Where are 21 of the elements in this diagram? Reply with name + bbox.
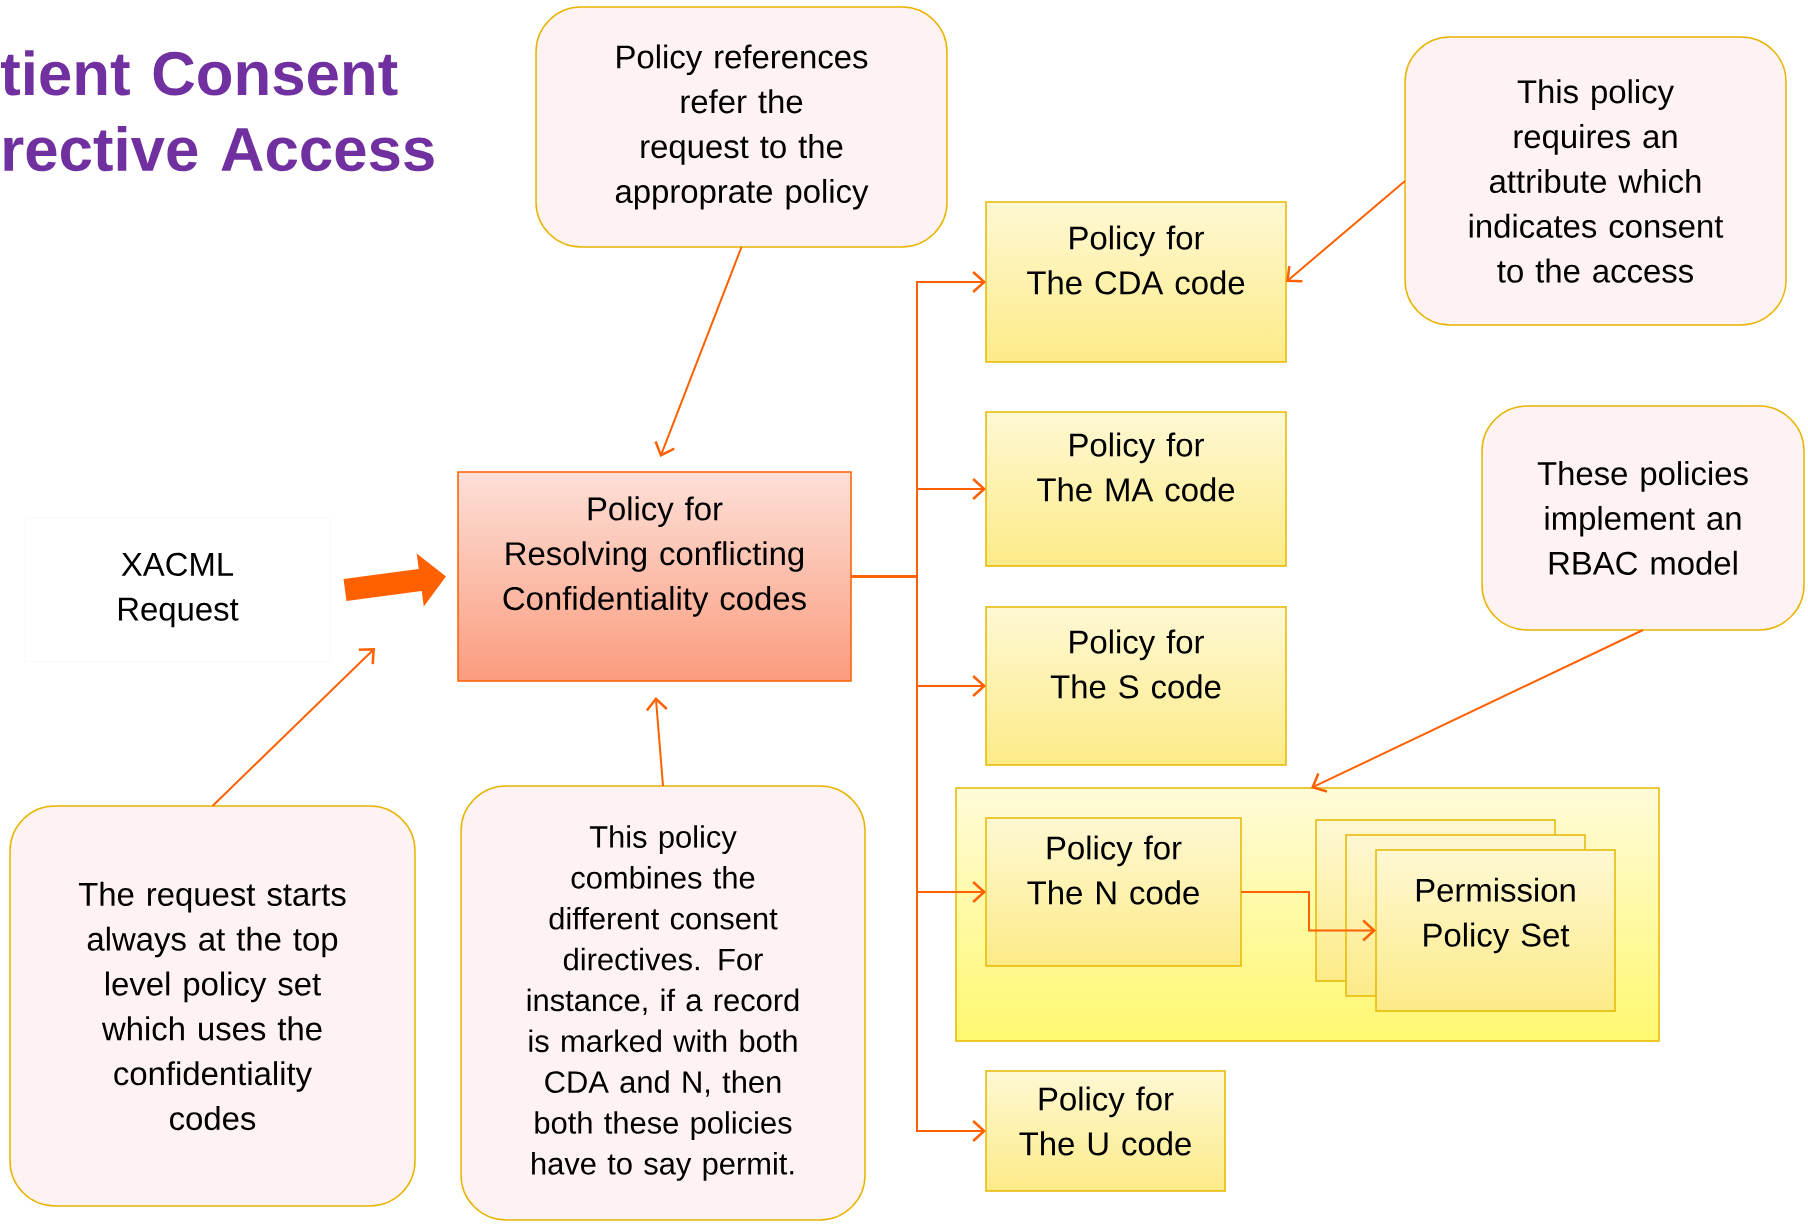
policy-box: Policy for Resolving conflicting Confidentiality codes [457,471,852,682]
callout-bubble: This policy combines the different consent directives. For instance, if a record is marked with both CDA and N, then both these policies have to say permit. [460,785,866,1221]
arrow [654,246,743,458]
request-box: XACML Request [24,517,331,663]
policy-box: Policy for The N code [985,817,1242,967]
arrow [850,575,986,1142]
policy-box: Policy for The S code [985,606,1287,766]
arrow [1240,891,1376,942]
callout-bubble: This policy requires an attribute which indicates consent to the access [1404,36,1787,326]
callout-bubble: Policy references refer the request to the approprate policy [535,6,948,248]
policy-box: Policy for The CDA code [985,201,1287,363]
arrow [1311,629,1644,793]
policy-box: Policy for The U code [985,1070,1226,1192]
arrow [211,648,375,807]
policy-box: Policy for The MA code [985,411,1287,567]
callout-bubble: These policies implement an RBAC model [1481,405,1805,631]
arrow [1286,180,1406,283]
callout-bubble: The request starts always at the top level policy set which uses the confidentiality codes [9,805,416,1207]
policy-box: Permission Policy Set [1375,849,1616,1012]
title: tient Consent rective Access [0,50,434,172]
arrow [645,696,668,787]
